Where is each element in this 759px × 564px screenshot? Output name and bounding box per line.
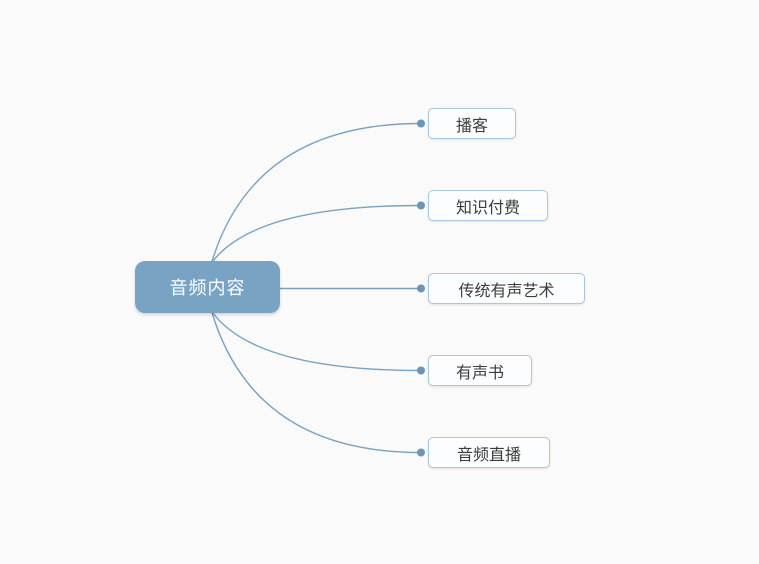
child-node-label: 有声书 [455, 364, 504, 382]
connector-line [210, 310, 422, 454]
connector-dot [417, 284, 425, 293]
child-node-label: 音频直播 [456, 446, 521, 464]
connector-dot [417, 201, 425, 210]
mindmap-child-node[interactable]: 知识付费 [428, 190, 548, 221]
mindmap-child-node[interactable]: 播客 [428, 108, 516, 139]
child-node-label: 播客 [455, 117, 488, 135]
connector-dot [417, 119, 425, 128]
connector-dot [417, 366, 425, 375]
connector-dot [417, 448, 425, 457]
child-node-label: 传统有声艺术 [458, 282, 555, 300]
connector-line [210, 204, 422, 264]
child-node-label: 知识付费 [455, 199, 520, 217]
connector-line [210, 310, 422, 372]
mindmap-child-node[interactable]: 传统有声艺术 [428, 273, 585, 304]
mindmap-root-node[interactable]: 音频内容 [135, 261, 280, 313]
root-node-label: 音频内容 [169, 278, 246, 298]
mindmap-child-node[interactable]: 音频直播 [428, 437, 550, 468]
mindmap-child-node[interactable]: 有声书 [428, 355, 532, 386]
connector-line [210, 122, 422, 264]
